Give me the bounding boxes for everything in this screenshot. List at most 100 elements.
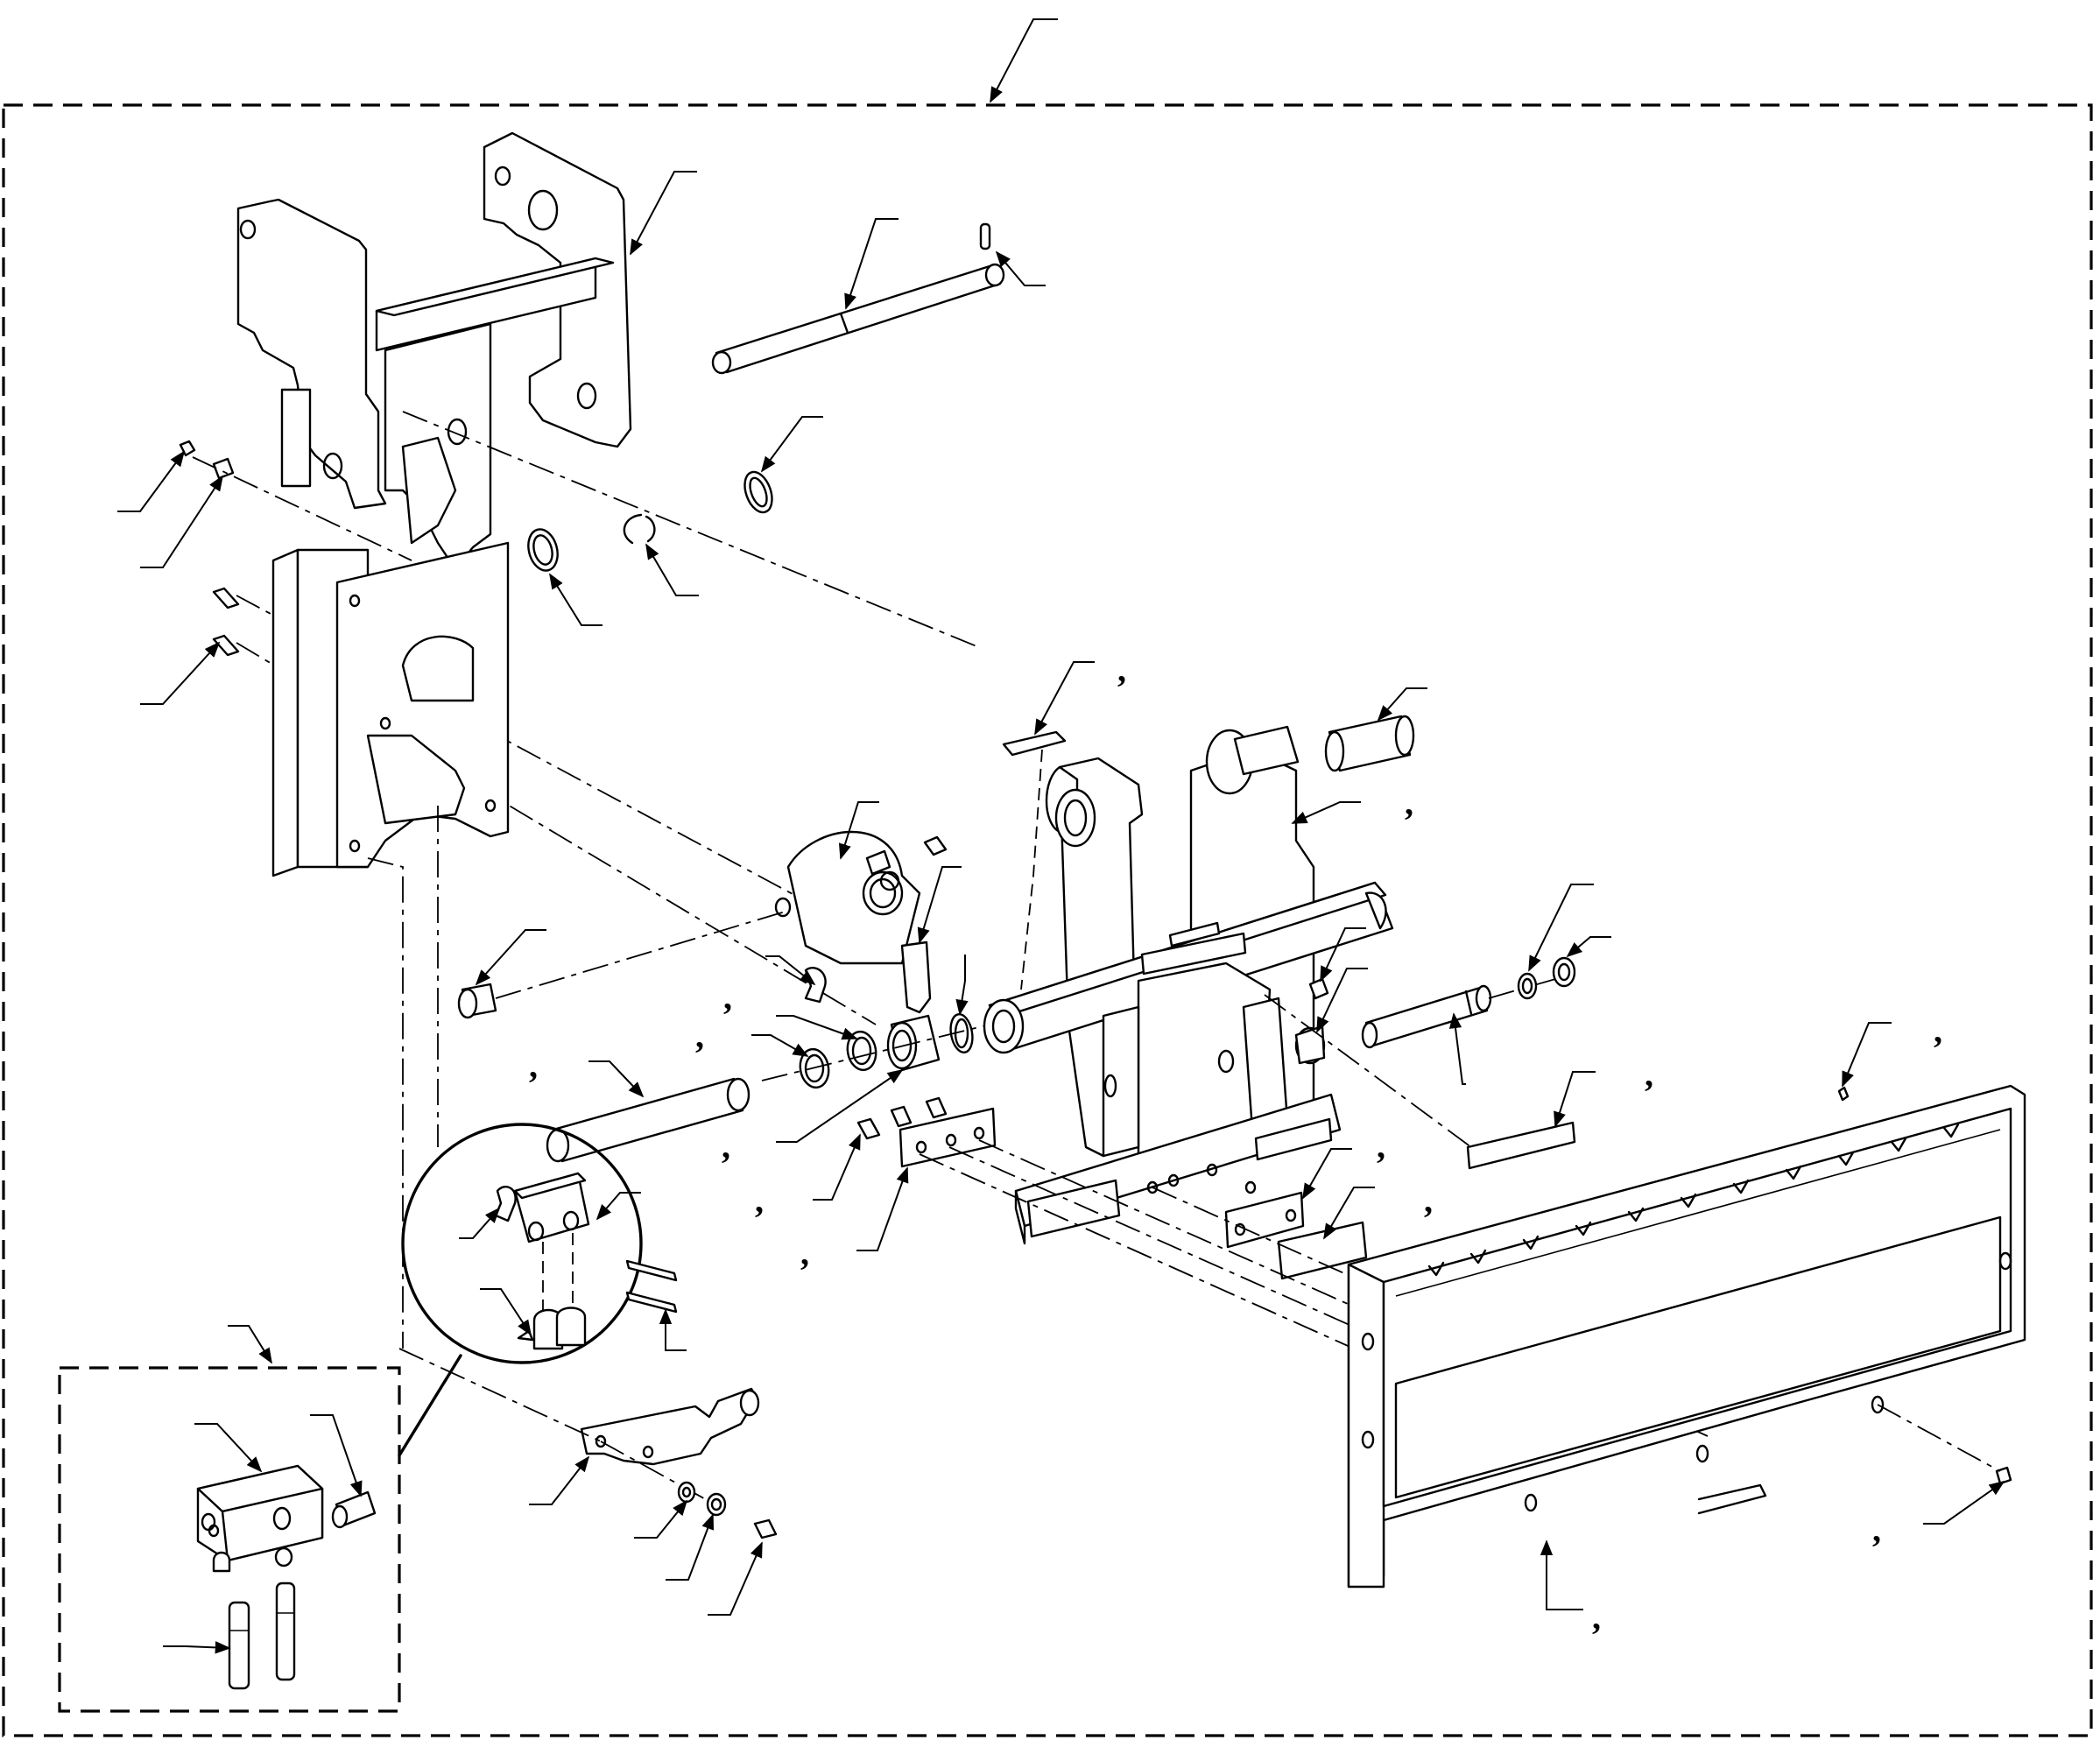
lower-bracket (580, 1387, 760, 1466)
washer-right-1 (1517, 972, 1538, 1000)
cap-screws (212, 587, 240, 657)
leader-washer-1 (1528, 884, 1594, 972)
retaining-ring-1 (743, 470, 773, 514)
inset-cartridges (228, 1581, 296, 1690)
leader-pivot-pin (844, 218, 898, 310)
retainer-screws (856, 1096, 948, 1140)
leader-lower-bracket (529, 1455, 590, 1505)
leader-ring-1 (760, 416, 823, 473)
mark-1: , (1117, 650, 1126, 689)
leader-pad-strip (1323, 1187, 1375, 1240)
pivot-pin (711, 263, 1005, 375)
leader-inset-block (194, 1423, 263, 1473)
leader-inset-cartridge (163, 1641, 231, 1654)
leader-wear-strip-right (1554, 1071, 1596, 1128)
leader-roll-pin (995, 250, 1046, 286)
elbow-fitting (804, 967, 827, 1004)
mark-9: , (723, 977, 732, 1017)
mark-8: , (1872, 1510, 1881, 1549)
leader-flat-washer (666, 1513, 715, 1581)
leader-cylinder (838, 801, 879, 860)
inset-fitting (331, 1490, 377, 1529)
leader-main (990, 18, 1058, 103)
leader-set-screw (1842, 1022, 1892, 1088)
leader-detail-block (595, 1192, 641, 1221)
leader-piston-rod (588, 1060, 645, 1098)
leader-detail-fitting (459, 1207, 501, 1239)
detail-inset-box (58, 1366, 401, 1713)
bushing-left (457, 983, 497, 1019)
mark-3: , (1645, 1054, 1653, 1094)
leader-grease-center (1320, 927, 1366, 983)
leader-wear-pad (917, 866, 962, 944)
hex-bolt (753, 1518, 778, 1539)
leader-inset (228, 1325, 272, 1364)
mark-13: , (755, 1180, 764, 1220)
leader-snap-ring (645, 543, 699, 596)
pin-bushing-right (1294, 1025, 1326, 1065)
retainer-plate (898, 1107, 997, 1168)
leader-wear-strip-top (1034, 661, 1095, 736)
washer-right-2 (1552, 956, 1576, 988)
snap-ring (623, 513, 656, 545)
leader-lock-washer (634, 1499, 688, 1539)
set-screw (1837, 1086, 1850, 1102)
leader-elbow (765, 955, 816, 986)
center-carriage-frame (983, 725, 1394, 1245)
mark-2: , (1405, 783, 1413, 822)
leader-o-ring (955, 955, 969, 1016)
leader-pin-bushing (1316, 968, 1368, 1033)
mark-14: , (800, 1233, 809, 1272)
inset-valve-block (196, 1464, 324, 1573)
leader-washer-2 (1566, 936, 1611, 958)
mark-10: , (695, 1016, 704, 1055)
mark-11: , (529, 1046, 538, 1085)
wear-strip-right (1466, 1121, 1576, 1170)
lock-pin-right (1361, 984, 1492, 1049)
leader-retainer-screw (813, 1133, 861, 1201)
leader-fork-frame (1540, 1539, 1583, 1610)
carriage-plate (271, 541, 510, 877)
mark-6: , (1592, 1597, 1601, 1637)
fork-frame (1347, 1084, 2026, 1589)
leader-fitting-1 (117, 450, 186, 512)
leader-detail-bolt (659, 1308, 687, 1351)
leader-seal-2 (776, 1015, 858, 1040)
leader-bushing-top (1377, 687, 1427, 722)
leader-retainer (856, 1166, 909, 1251)
mark-12: , (722, 1126, 730, 1166)
leader-hex-bolt (708, 1541, 763, 1616)
bushing-top-right (1324, 715, 1415, 772)
bearing-ring (527, 528, 559, 572)
wear-pad-small (900, 940, 932, 1014)
leader-bushing-left (475, 929, 546, 986)
leader-detail-ring (480, 1288, 532, 1336)
hydraulic-fitting (923, 835, 948, 856)
leader-fitting-2 (140, 475, 223, 568)
wear-strip-top (1002, 730, 1067, 757)
grease-fitting-center (1308, 977, 1329, 1000)
leader-gland (776, 1068, 904, 1143)
hydraulic-cylinder (774, 830, 921, 965)
leader-cap-screw (140, 641, 221, 705)
upper-mounting-bracket (236, 131, 632, 571)
lock-washer (677, 1481, 696, 1504)
mark-5: , (1424, 1180, 1433, 1220)
flat-washer (706, 1492, 727, 1517)
detail-magnifier (401, 1123, 678, 1364)
leader-bracket (630, 171, 697, 256)
leader-frame-1 (1291, 801, 1361, 824)
leader-inset-fitting (310, 1414, 363, 1497)
leader-lock-pin (1448, 1012, 1466, 1085)
leader-seal-1 (751, 1034, 809, 1057)
leader-fork-screw (1923, 1480, 2005, 1525)
fork-screw (1995, 1466, 2012, 1485)
assembly-boundary (2, 103, 2093, 1737)
leader-bearing-ring (549, 573, 603, 626)
piston-rod (546, 1077, 751, 1163)
mark-7: , (1934, 1011, 1942, 1050)
mark-4: , (1377, 1126, 1385, 1166)
leader-wear-pad-block (1302, 1148, 1352, 1200)
roll-pin (979, 222, 991, 250)
